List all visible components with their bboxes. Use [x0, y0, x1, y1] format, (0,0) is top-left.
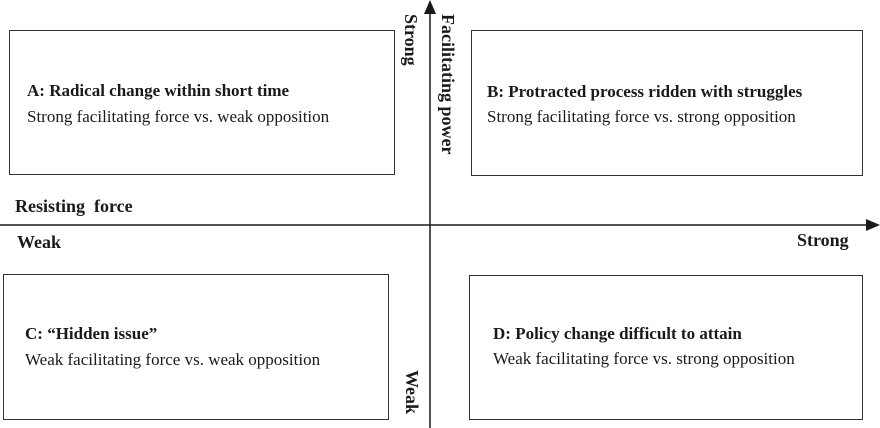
quadrant-a-title: A: Radical change within short time — [27, 81, 290, 100]
quadrant-c-title: C: “Hidden issue” — [25, 324, 158, 343]
quadrant-a-description: Strong facilitating force vs. weak oppos… — [27, 107, 330, 126]
quadrant-d-description: Weak facilitating force vs. strong oppos… — [493, 349, 795, 368]
quadrant-d-box: D: Policy change difficult to attain Wea… — [469, 275, 863, 420]
vertical-axis-bottom-end-label: Weak — [402, 370, 422, 415]
quadrant-b-title: B: Protracted process ridden with strugg… — [487, 82, 803, 101]
quadrant-a-box: A: Radical change within short time Stro… — [9, 30, 395, 175]
quadrant-c-box: C: “Hidden issue” Weak facilitating forc… — [3, 274, 389, 420]
horizontal-axis-arrowhead — [866, 219, 880, 231]
vertical-axis-label: Facilitating power — [438, 14, 458, 155]
horizontal-axis-label: Resisting force — [15, 196, 133, 216]
quadrant-d-title: D: Policy change difficult to attain — [493, 324, 742, 343]
vertical-axis-arrowhead — [424, 0, 436, 14]
horizontal-axis-left-end-label: Weak — [17, 232, 62, 252]
quadrant-c-description: Weak facilitating force vs. weak opposit… — [25, 350, 321, 369]
quadrant-b-description: Strong facilitating force vs. strong opp… — [487, 107, 796, 126]
horizontal-axis-right-end-label: Strong — [797, 230, 849, 250]
quadrant-b-box: B: Protracted process ridden with strugg… — [471, 30, 863, 176]
vertical-axis-top-end-label: Strong — [401, 14, 421, 66]
